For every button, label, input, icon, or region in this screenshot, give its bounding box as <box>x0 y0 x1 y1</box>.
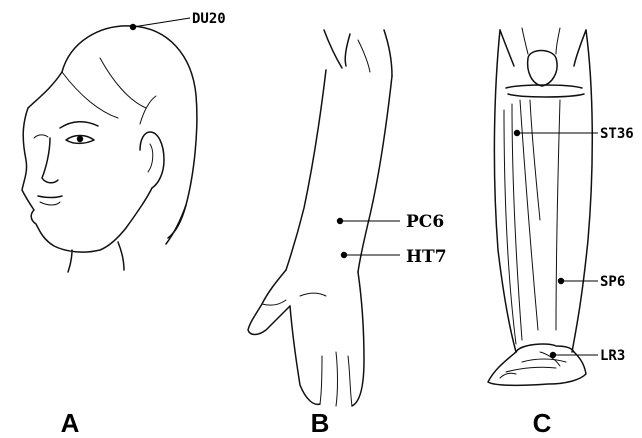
panel-b-forearm-illustration <box>248 30 392 406</box>
panel-a-label: A <box>61 408 80 438</box>
sp6-marker <box>558 278 564 284</box>
st36-label: ST36 <box>600 126 634 142</box>
pc6-acupoint: PC6 <box>337 212 444 232</box>
sp6-label: SP6 <box>600 274 625 290</box>
pc6-label: PC6 <box>406 212 444 232</box>
du20-marker <box>130 24 136 30</box>
panel-a-head-illustration <box>22 26 197 272</box>
panel-c-label: C <box>533 408 552 438</box>
pc6-marker <box>337 218 343 224</box>
lr3-marker <box>550 352 556 358</box>
panel-c-leg-illustration <box>488 28 592 385</box>
lr3-label: LR3 <box>600 348 625 364</box>
ht7-marker <box>341 252 347 258</box>
st36-marker <box>514 130 520 136</box>
lr3-acupoint: LR3 <box>550 348 625 364</box>
ht7-acupoint: HT7 <box>341 247 447 267</box>
sp6-acupoint: SP6 <box>558 274 625 290</box>
panel-b-label: B <box>311 408 330 438</box>
ht7-label: HT7 <box>406 247 447 267</box>
du20-label: DU20 <box>192 11 226 27</box>
